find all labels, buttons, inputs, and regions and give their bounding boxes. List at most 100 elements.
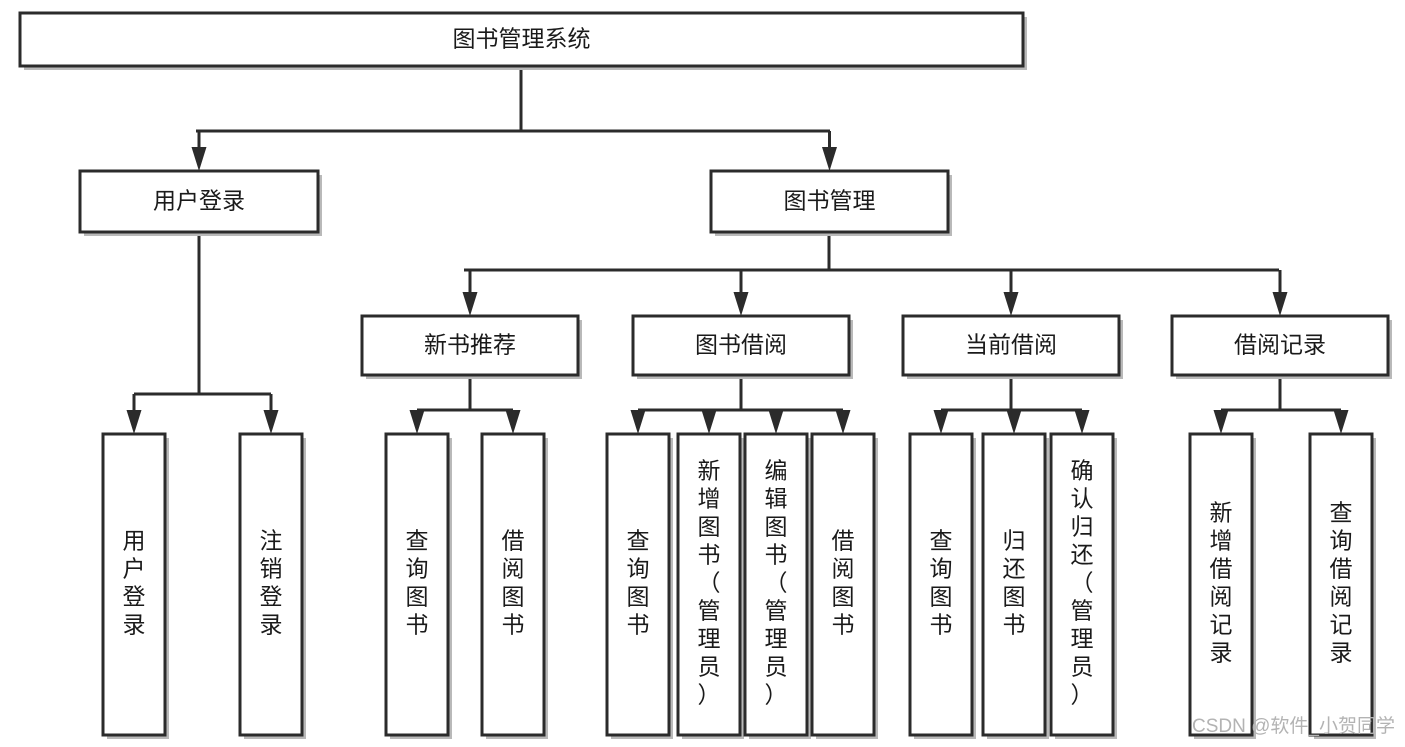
arrow-head-icon (1333, 410, 1349, 434)
arrow-head-icon (462, 292, 478, 316)
node-label-char: 新 (1210, 500, 1233, 526)
node-current-borrow[interactable]: 当前借阅 (901, 314, 1123, 379)
node-box[interactable] (384, 432, 450, 737)
node-label-char: 理 (698, 626, 721, 652)
node-label-char: 录 (1330, 640, 1353, 666)
node-label-char: ） (1071, 682, 1094, 708)
node-label-char: 图 (1003, 584, 1026, 610)
arrow-head-icon (1272, 292, 1288, 316)
node-label-char: 还 (1071, 542, 1094, 568)
node-label-char: ） (698, 682, 721, 708)
connector-bus-root (196, 66, 830, 133)
arrow-head-icon (630, 410, 646, 434)
node-label-char: 图 (502, 584, 525, 610)
node-label-char: 书 (1003, 612, 1026, 638)
node-box[interactable] (810, 432, 876, 737)
node-box[interactable] (981, 432, 1047, 737)
node-box[interactable] (743, 432, 809, 737)
node-root[interactable]: 图书管理系统 (18, 11, 1027, 70)
connector-bus-book-manage (464, 232, 1279, 272)
node-label-char: 图 (832, 584, 855, 610)
node-leaf-user-login[interactable]: 用户登录 (101, 432, 169, 739)
node-label-char: 注 (260, 528, 283, 554)
edge-edge-borrow-record-add (1213, 410, 1229, 434)
node-label-char: 员 (1071, 654, 1094, 680)
node-label-char: 查 (1330, 500, 1353, 526)
node-label-char: 图 (627, 584, 650, 610)
node-label-char: 借 (502, 528, 525, 554)
node-box[interactable] (480, 432, 546, 737)
node-label-char: 询 (930, 556, 953, 582)
node-label-char: （ (1071, 570, 1094, 596)
node-box[interactable] (908, 432, 974, 737)
node-label-char: 还 (1003, 556, 1026, 582)
node-label-char: 阅 (1210, 584, 1233, 610)
node-box[interactable] (676, 432, 742, 737)
node-book-manage[interactable]: 图书管理 (709, 169, 952, 236)
edge-edge-current-borrow-confirm (1074, 410, 1090, 434)
node-box[interactable] (360, 314, 580, 377)
node-box[interactable] (901, 314, 1121, 377)
node-label-char: 书 (698, 542, 721, 568)
node-label-char: 借 (1210, 556, 1233, 582)
edge-edge-current-borrow-query (933, 410, 949, 434)
node-label-char: 阅 (502, 556, 525, 582)
node-box[interactable] (1049, 432, 1115, 737)
node-label-char: （ (698, 570, 721, 596)
arrow-head-icon (1006, 410, 1022, 434)
node-label-char: 书 (406, 612, 429, 638)
edge-edge-new-book-rec-borrow (505, 410, 521, 434)
node-box[interactable] (18, 11, 1025, 68)
node-box[interactable] (101, 432, 167, 737)
connector-bus-user-login (134, 232, 271, 396)
edge-edge-user-login-leaf-user-login (126, 394, 142, 434)
node-label-char: 辑 (765, 486, 788, 512)
node-label-char: ） (765, 682, 788, 708)
node-new-book-rec[interactable]: 新书推荐 (360, 314, 582, 379)
node-label-char: 增 (1210, 528, 1233, 554)
node-box[interactable] (238, 432, 304, 737)
node-box[interactable] (78, 169, 320, 234)
node-box[interactable] (1308, 432, 1374, 737)
node-label-char: 编 (765, 458, 788, 484)
node-user-login[interactable]: 用户登录 (78, 169, 322, 236)
node-box[interactable] (631, 314, 851, 377)
node-label: 图书管理 (784, 188, 876, 214)
connector-bus-book-borrow (638, 375, 843, 412)
node-label-char: 确 (1071, 458, 1094, 484)
node-label-char: 图 (765, 514, 788, 540)
node-borrow-record[interactable]: 借阅记录 (1170, 314, 1392, 379)
connector-bus-new-book-rec (417, 375, 513, 412)
node-label: 新书推荐 (424, 332, 516, 358)
node-book-borrow[interactable]: 图书借阅 (631, 314, 853, 379)
watermark-layer: CSDN @软件_小贺同学 (1192, 715, 1395, 737)
edge-edge-book-manage-borrow-record (1272, 270, 1288, 316)
arrow-head-icon (768, 410, 784, 434)
node-label-char: 员 (698, 654, 721, 680)
node-label-char: 书 (765, 542, 788, 568)
node-box[interactable] (709, 169, 950, 234)
node-box[interactable] (1188, 432, 1254, 737)
node-box[interactable] (605, 432, 671, 737)
node-box[interactable] (1170, 314, 1390, 377)
node-label-char: 理 (1071, 626, 1094, 652)
node-label: 图书借阅 (695, 332, 787, 358)
edge-edge-book-borrow-query (630, 410, 646, 434)
node-label-char: 销 (260, 556, 283, 582)
edge-edge-borrow-record-query (1333, 410, 1349, 434)
